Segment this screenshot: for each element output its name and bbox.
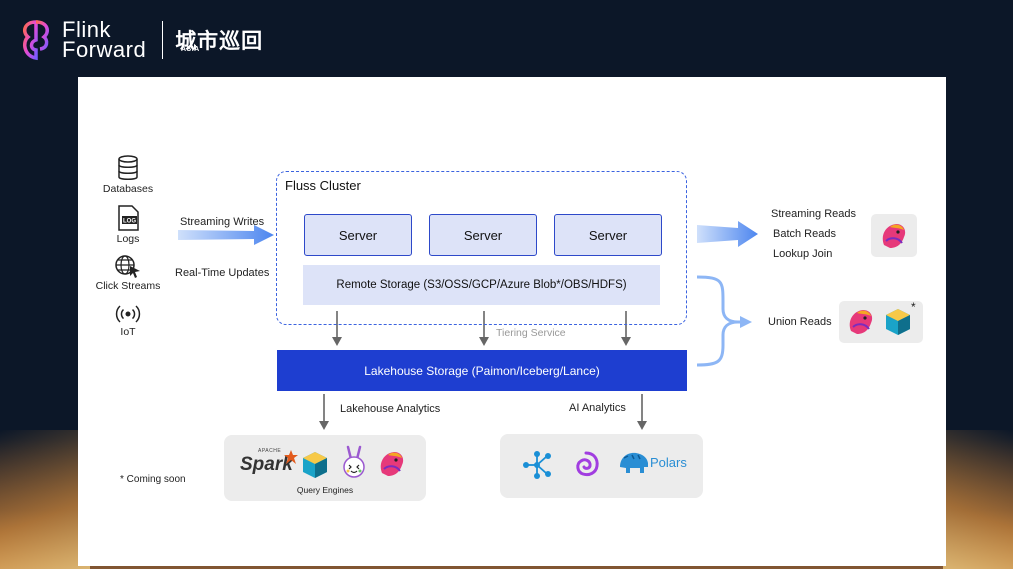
- globe-cursor-icon: [115, 255, 140, 278]
- flink-forward-logo-icon: [22, 20, 50, 61]
- spark-logo: APACHE Spark: [238, 448, 298, 478]
- lakehouse-analytics-label: Lakehouse Analytics: [340, 403, 441, 415]
- source-databases: Databases: [93, 155, 163, 195]
- source-label: Logs: [116, 233, 140, 245]
- batch-reads-label: Batch Reads: [773, 228, 836, 240]
- query-engines-caption: Query Engines: [296, 485, 354, 495]
- spark-star-icon: [284, 450, 298, 464]
- starrocks-icon: [303, 452, 327, 478]
- brand-line2: Forward: [62, 37, 147, 62]
- fluss-cluster: Fluss Cluster Server Server Server Remot…: [276, 171, 687, 325]
- log-icon-text: LOG: [123, 219, 136, 225]
- union-read-badge: *: [839, 300, 923, 343]
- event-header: Flink Forward ASIA 城市巡回: [18, 14, 263, 66]
- realtime-updates-label: Real-Time Updates: [175, 267, 270, 279]
- spark-small-label: APACHE: [258, 448, 282, 454]
- flink-read-badge: [871, 214, 917, 257]
- ray-spiral-icon: [576, 451, 599, 477]
- event-subtitle: 城市巡回: [175, 30, 264, 53]
- architecture-slide: Databases LOG Logs Click Streams IoT Str…: [78, 77, 946, 566]
- source-iot: IoT: [93, 304, 163, 338]
- tiering-arrows: [332, 311, 631, 346]
- analytics-arrows: [319, 394, 647, 430]
- spark-label: Spark: [240, 454, 293, 475]
- tiering-service-label: Tiering Service: [496, 327, 566, 339]
- server-node-1: Server: [304, 214, 412, 256]
- flink-squirrel-icon: [380, 452, 404, 476]
- trino-bunny-icon: [343, 445, 365, 478]
- lookup-join-label: Lookup Join: [773, 248, 833, 260]
- database-icon: [118, 155, 138, 180]
- union-reads-label: Union Reads: [768, 316, 832, 328]
- brand-wordmark: Flink Forward ASIA: [62, 17, 199, 62]
- background-glow-right: [943, 430, 1013, 569]
- streaming-reads-label: Streaming Reads: [771, 208, 856, 220]
- lakehouse-storage: Lakehouse Storage (Paimon/Iceberg/Lance): [277, 350, 687, 391]
- flink-squirrel-icon: [882, 224, 906, 248]
- lance-nodes-icon: [523, 451, 551, 479]
- source-logs: LOG Logs: [93, 205, 163, 245]
- remote-storage: Remote Storage (S3/OSS/GCP/Azure Blob*/O…: [303, 265, 660, 305]
- streaming-reads-arrow: [697, 221, 758, 247]
- ai-analytics-label: AI Analytics: [569, 402, 626, 414]
- ai-tools-panel: Polars: [500, 434, 703, 498]
- log-file-icon: LOG: [118, 205, 139, 231]
- starrocks-icon: [886, 309, 910, 335]
- connector-arrows: [319, 221, 758, 430]
- source-label: IoT: [120, 326, 136, 338]
- broadcast-icon: [115, 305, 141, 323]
- source-label: Click Streams: [95, 280, 161, 292]
- ingest-arrow: [178, 225, 274, 245]
- background-glow-left: [0, 430, 90, 569]
- server-node-2: Server: [429, 214, 537, 256]
- streaming-writes-label: Streaming Writes: [180, 216, 265, 228]
- header-divider: [162, 21, 164, 59]
- flink-squirrel-icon: [849, 310, 873, 334]
- brand-line1: Flink: [62, 17, 111, 42]
- coming-soon-star: *: [911, 300, 916, 314]
- query-engines-panel: APACHE Spark Query Engines: [224, 435, 426, 501]
- brand-region: ASIA: [181, 46, 200, 53]
- cluster-title: Fluss Cluster: [285, 178, 361, 193]
- footnote: * Coming soon: [120, 474, 186, 485]
- polars-bear-icon: [620, 452, 648, 473]
- source-click-streams: Click Streams: [93, 254, 163, 292]
- source-label: Databases: [102, 183, 154, 195]
- server-node-3: Server: [554, 214, 662, 256]
- polars-label: Polars: [650, 455, 687, 470]
